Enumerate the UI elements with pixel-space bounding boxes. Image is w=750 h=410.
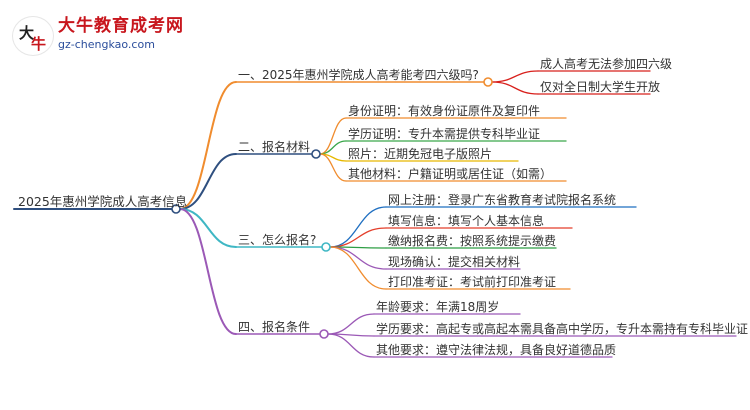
leaf-3-4: 现场确认：提交相关材料	[388, 255, 521, 269]
mindmap-root: 2025年惠州学院成人高考信息	[18, 194, 188, 209]
leaf-2-4-connector	[319, 153, 347, 182]
leaf-4-1-connector	[327, 313, 375, 335]
leaf-2-3: 照片：近期免冠电子版照片	[348, 147, 493, 161]
leaf-4-2: 学历要求：高起专或高起本需具备高中学历，专升本需持有专科毕业证	[376, 322, 749, 336]
leaf-2-4: 其他材料：户籍证明或居住证（如需）	[348, 167, 553, 181]
leaf-1-2-connector	[491, 81, 539, 95]
leaf-1-1: 成人高考无法参加四六级	[540, 57, 673, 71]
trunk-connector-4	[179, 208, 237, 335]
branch-2-label: 二、报名材料	[238, 140, 311, 154]
leaf-1-1-connector	[491, 70, 539, 83]
branch-1-label: 一、2025年惠州学院成人高考能考四六级吗?	[238, 68, 479, 82]
logo-url: gz-chengkao.com	[58, 38, 155, 51]
leaf-3-3: 缴纳报名费：按照系统提示缴费	[388, 234, 557, 248]
leaf-3-2-connector	[329, 227, 387, 248]
leaf-2-1: 身份证明：有效身份证原件及复印件	[348, 104, 541, 118]
logo-mark-icon: 大 牛	[12, 16, 54, 56]
leaf-3-1-connector	[329, 206, 387, 248]
leaf-3-1: 网上注册：登录广东省教育考试院报名系统	[388, 193, 617, 207]
branch-3-node	[321, 242, 331, 252]
site-logo: 大 牛 大牛教育成考网 gz-chengkao.com	[12, 14, 212, 56]
branch-1-node	[483, 77, 493, 87]
trunk-connector-1	[179, 81, 237, 210]
branch-3-label: 三、怎么报名?	[238, 233, 317, 247]
leaf-2-1-connector	[319, 117, 347, 155]
leaf-4-1: 年龄要求：年满18周岁	[376, 300, 500, 314]
leaf-4-3: 其他要求：遵守法律法规，具备良好道德品质	[376, 343, 617, 357]
logo-title: 大牛教育成考网	[58, 16, 184, 36]
branch-4-label: 四、报名条件	[238, 320, 311, 334]
leaf-3-4-connector	[329, 246, 387, 270]
leaf-3-2: 填写信息：填写个人基本信息	[388, 214, 545, 228]
branch-4-node	[319, 329, 329, 339]
root-node	[171, 204, 181, 214]
leaf-4-3-connector	[327, 333, 375, 358]
leaf-1-2: 仅对全日制大学生开放	[540, 80, 661, 94]
branch-2-node	[311, 149, 321, 159]
trunk-connector-2	[179, 153, 237, 210]
leaf-3-5-connector	[329, 246, 387, 290]
leaf-2-2: 学历证明：专升本需提供专科毕业证	[348, 127, 541, 141]
trunk-connector-3	[179, 208, 237, 248]
leaf-3-5: 打印准考证：考试前打印准考证	[388, 275, 557, 289]
